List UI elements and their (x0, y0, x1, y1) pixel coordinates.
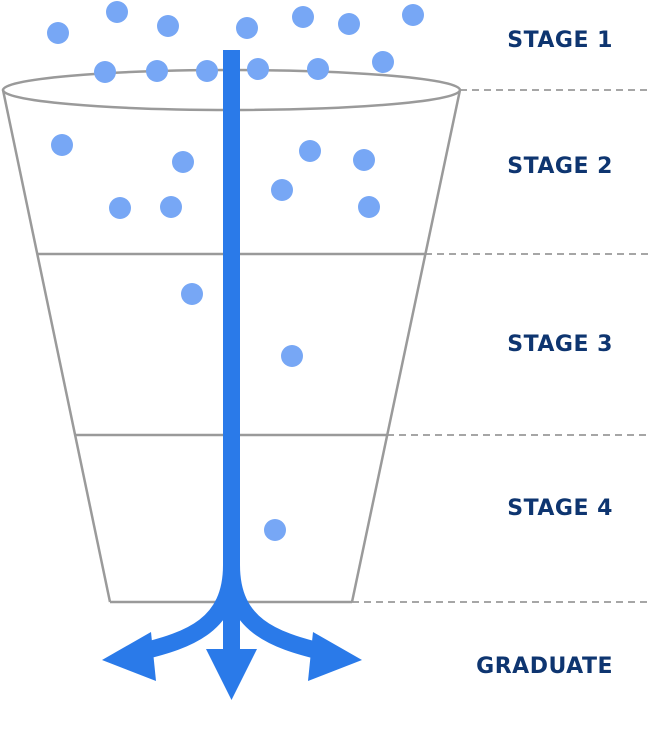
person-dot-icon (157, 15, 179, 37)
person-dot-icon (47, 22, 69, 44)
person-dot-icon (51, 134, 73, 156)
person-dot-icon (181, 283, 203, 305)
arrow-branch-center (223, 565, 240, 655)
person-dot-icon (402, 4, 424, 26)
arrowhead-left (102, 632, 156, 681)
person-dot-icon (196, 60, 218, 82)
person-dot-icon (358, 196, 380, 218)
person-dot-icon (299, 140, 321, 162)
person-dot-icon (247, 58, 269, 80)
person-dot-icon (146, 60, 168, 82)
person-dot-icon (372, 51, 394, 73)
arrow-branch-right (223, 564, 325, 661)
person-dot-icon (338, 13, 360, 35)
people-dots (47, 1, 424, 541)
person-dot-icon (264, 519, 286, 541)
person-dot-icon (292, 6, 314, 28)
person-dot-icon (106, 1, 128, 23)
arrow-shaft (223, 50, 240, 570)
arrowhead-right (308, 632, 362, 681)
funnel-right-wall (350, 89, 462, 603)
stage-2-label: STAGE 2 (507, 154, 613, 179)
person-dot-icon (160, 196, 182, 218)
person-dot-icon (172, 151, 194, 173)
arrowhead-center (206, 649, 257, 700)
stage-3-label: STAGE 3 (507, 332, 613, 357)
person-dot-icon (94, 61, 116, 83)
funnel-left-wall (1, 89, 112, 603)
person-dot-icon (236, 17, 258, 39)
person-dot-icon (353, 149, 375, 171)
person-dot-icon (281, 345, 303, 367)
stage-1-label: STAGE 1 (507, 28, 613, 53)
stage-4-label: STAGE 4 (507, 496, 613, 521)
graduate-label: GRADUATE (476, 654, 613, 679)
person-dot-icon (271, 179, 293, 201)
arrow-branch-left (138, 564, 240, 661)
person-dot-icon (307, 58, 329, 80)
stage-dividers (352, 89, 650, 603)
person-dot-icon (109, 197, 131, 219)
branching-arrow-icon (102, 50, 362, 700)
